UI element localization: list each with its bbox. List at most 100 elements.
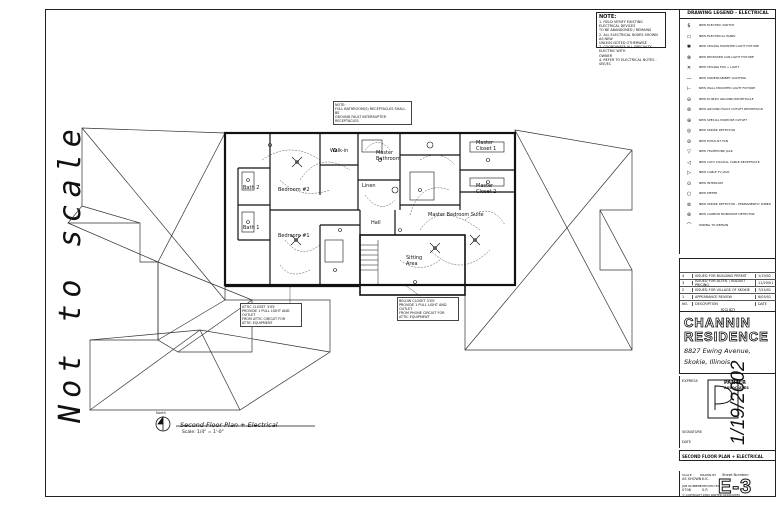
table-cell: 4 xyxy=(680,274,693,278)
table-cell: 1/19/02 xyxy=(758,274,772,278)
room-linen: Linen xyxy=(362,183,376,189)
room-hall: Hall xyxy=(371,220,381,226)
table-cell: 11/29/01 xyxy=(758,281,774,285)
legend-symbol-icon: ⊘ xyxy=(686,138,692,145)
drawn-value: K.K. xyxy=(702,477,709,481)
table-cell: ISSUED FOR BUILDING PERMIT xyxy=(693,274,756,278)
firm-block: EXPRESS SIGNATURE DATE xyxy=(679,376,776,448)
legend-text: NEW RECESSED CAN LIGHT FIXTURE xyxy=(699,54,754,59)
table-cell: DATE xyxy=(758,302,767,306)
firm-name-2: ASSOCIATES xyxy=(724,386,749,390)
legend-symbol-icon: ⌒ xyxy=(686,223,692,229)
electrical-legend: DRAWING LEGEND - ELECTRICAL $NEW ELECTRI… xyxy=(679,9,776,254)
legend-text: WIRING TO REMAIN xyxy=(699,222,729,227)
drawing-title: SECOND FLOOR PLAN + ELECTRICAL xyxy=(679,450,776,461)
legend-text: NEW GROUND FAULT OUTLET RECEPTACLE xyxy=(699,107,764,112)
room-bath-2: Bath 2 xyxy=(243,185,260,191)
legend-text: NEW CABLE TV JACK xyxy=(699,170,730,175)
legend-symbol-icon: ⊕ xyxy=(686,117,692,124)
legend-text: NEW DUPLEX GROUND RECEPTACLE xyxy=(699,96,754,101)
legend-item: ⊗ NEW RECESSED CAN LIGHT FIXTURE xyxy=(683,55,773,61)
plan-scale: Scale: 1/4" = 1'-0" xyxy=(182,430,224,435)
legend-text: NEW SPECIAL PURPOSE OUTLET xyxy=(699,117,748,122)
notes-line: 1. FIELD VERIFY EXISTING ELECTRICAL DEVI… xyxy=(599,20,643,29)
legend-symbol-icon: ✕ xyxy=(686,65,692,71)
legend-text: NEW ELECTRICAL PANEL xyxy=(699,33,736,38)
room-walk-in: Walk-in xyxy=(330,148,349,154)
firm-name-1: PANTER xyxy=(724,380,746,386)
legend-item: $NEW ELECTRIC SWITCH xyxy=(683,23,773,29)
plan-note-attic-right: BELOW CLOSET 3'X5' PROVIDE 1 PULL LIGHT … xyxy=(397,297,459,321)
checked-label: CHECKED BY xyxy=(700,484,720,488)
legend-item: ⊛ NEW CARBON MONOXIDE DETECTOR xyxy=(683,212,773,218)
legend-symbol-icon: ⊢ xyxy=(686,86,692,92)
sheet-info: SCALE AS SHOWN DRAWN BY K.K. JOB NUMBER … xyxy=(679,471,776,497)
legend-text: NEW INTERCOM xyxy=(699,180,723,185)
signature-label: SIGNATURE xyxy=(682,430,703,434)
table-cell: DESCRIPTION xyxy=(693,302,756,306)
legend-symbol-icon: ▷ xyxy=(687,170,691,176)
north-arrow-icon xyxy=(155,415,315,432)
scale-value: AS SHOWN xyxy=(682,477,702,481)
legend-text: NEW CEILING MOUNTED LIGHT FIXTURE xyxy=(699,44,759,49)
notes-line: 2. ALL ELECTRICAL BOXES SHOWN AS NEW xyxy=(599,32,658,41)
project-address-1: 8827 Ewing Avenue, xyxy=(684,347,751,355)
job-value: 0708 xyxy=(682,488,691,492)
project-address-2: Skokie, Illinois xyxy=(684,358,731,366)
legend-symbol-icon: ◁ xyxy=(687,159,691,166)
legend-item: ⌒ WIRING TO REMAIN xyxy=(683,223,773,229)
legend-item: ⊙NEW INTERCOM xyxy=(683,181,773,187)
legend-symbol-icon: ▽ xyxy=(687,149,691,155)
room-master-bathroom: Master Bathroom xyxy=(376,150,401,162)
legend-symbol-icon: ⊗ xyxy=(686,54,692,61)
drawn-label: DRAWN BY xyxy=(700,473,717,477)
table-cell: APPEARANCE REVIEW xyxy=(693,295,756,299)
legend-item: ▭ NEW ELECTRICAL PANEL xyxy=(683,34,773,40)
legend-symbol-icon: ⊖ xyxy=(686,96,692,103)
table-cell: ISSUED FOR VILLAGE OF SKOKIE xyxy=(693,288,756,292)
table-cell: 1 xyxy=(680,295,693,299)
firm-logo-icon xyxy=(707,379,739,419)
legend-symbol-icon: ◎ xyxy=(686,128,692,134)
legend-item: ⊚NEW SMOKE DETECTOR - PERMANENTLY WIRED xyxy=(683,202,773,208)
project-name-1: CHANNIN xyxy=(684,315,751,330)
room-bedroom-2: Bedroom #2 xyxy=(278,187,310,193)
sheet-number-label: Sheet Number: xyxy=(722,473,750,477)
legend-item: ⊜NEW GROUND FAULT OUTLET RECEPTACLE xyxy=(683,107,773,113)
legend-symbol-icon: ▭ xyxy=(686,33,692,40)
table-cell: 3 xyxy=(680,281,693,285)
legend-text: NEW TELEPHONE JACK xyxy=(699,149,733,154)
notes-box: NOTE: 1. FIELD VERIFY EXISTING ELECTRICA… xyxy=(596,12,666,66)
firm-name: PANTER ASSOCIATES xyxy=(724,380,749,390)
legend-text: NEW UNDERCABINET LIGHTING xyxy=(699,75,747,80)
legend-text: NEW METER xyxy=(699,191,718,196)
room-master-suite: Master Bedroom Suite xyxy=(428,212,484,218)
table-cell: 7/24/01 xyxy=(758,288,772,292)
legend-symbol-icon: — xyxy=(686,75,692,82)
legend-item: ◁ NEW CATV COAXIAL CABLE RECEPTACLE xyxy=(683,160,773,166)
table-cell: 2 xyxy=(680,288,693,292)
legend-symbol-icon: ⊛ xyxy=(686,212,692,218)
table-cell: ISSUED FOR ALTER. / BUDGET PRICING xyxy=(693,279,756,287)
notes-line: TO BE ABANDONED / REMAINS xyxy=(599,28,652,33)
legend-item: — NEW UNDERCABINET LIGHTING xyxy=(683,76,773,82)
project-block: CHANNIN RESIDENCE 8827 Ewing Avenue, Sko… xyxy=(679,312,776,374)
plan-note-attic-left: ATTIC CLOSET 3'X5' PROVIDE 1 PULL LIGHT … xyxy=(240,303,302,327)
issues-label: ISSUED xyxy=(720,308,736,313)
legend-item: ⊘NEW EXHAUST FAN xyxy=(683,139,773,145)
legend-text: NEW CEILING FAN + LIGHT xyxy=(699,65,740,70)
legend-text: NEW CARBON MONOXIDE DETECTOR xyxy=(699,212,755,217)
legend-text: NEW CATV COAXIAL CABLE RECEPTACLE xyxy=(699,159,760,164)
scale-label: SCALE xyxy=(682,473,692,477)
north-label: North xyxy=(156,411,166,415)
notes-line: OWNER xyxy=(599,53,613,58)
legend-item: ✕ NEW CEILING FAN + LIGHT xyxy=(683,65,773,71)
